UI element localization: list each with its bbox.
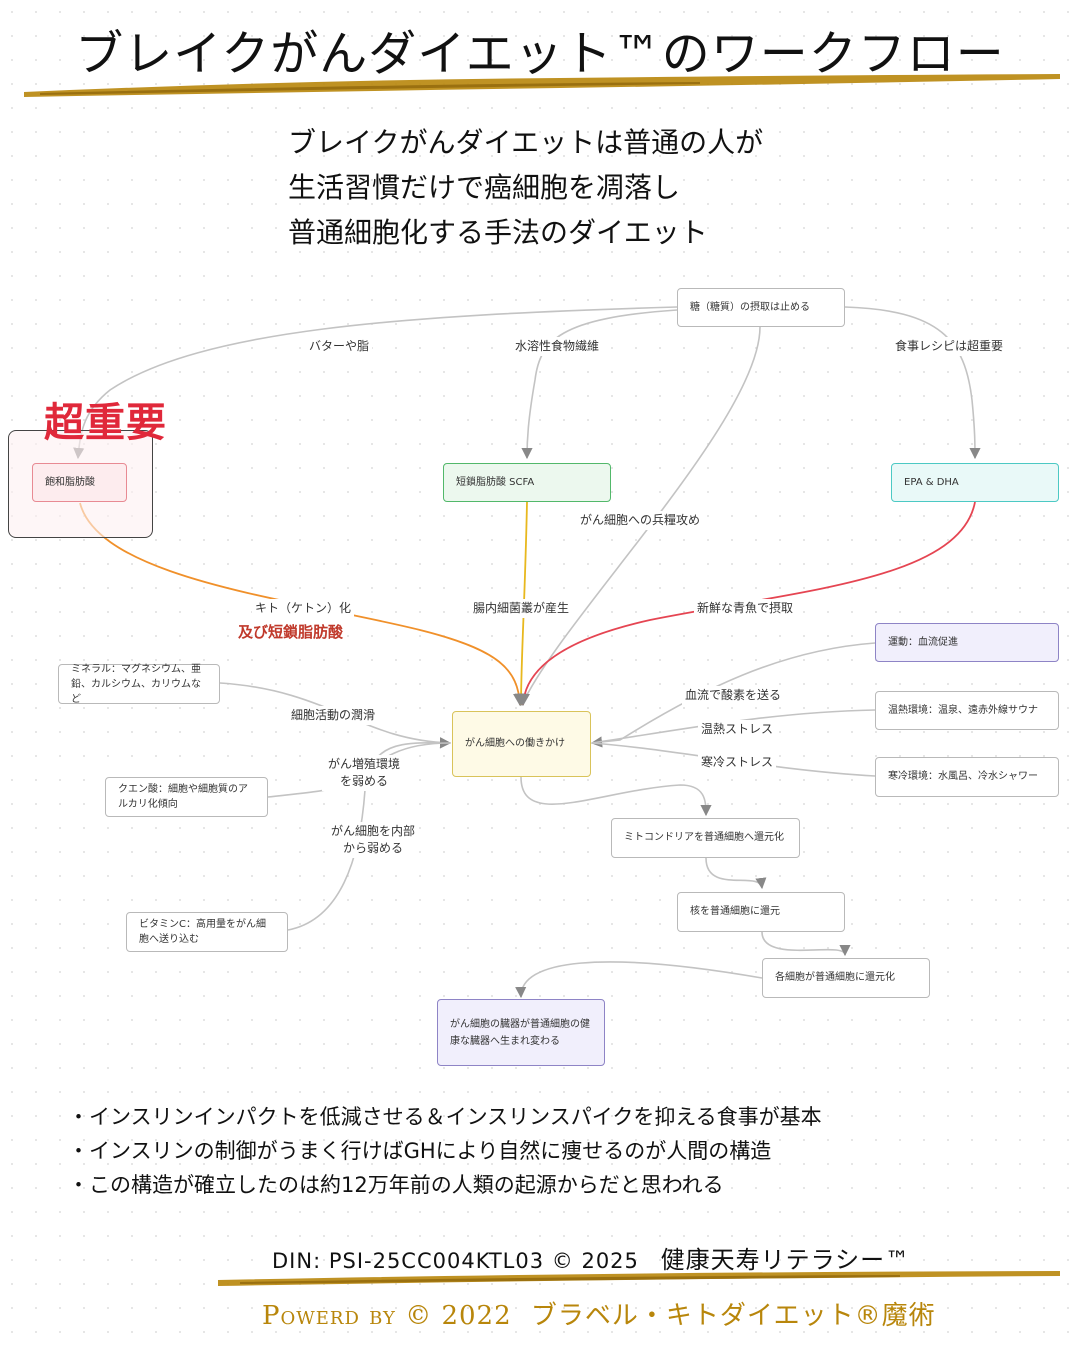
node-epa-dha: EPA & DHA: [891, 463, 1059, 502]
node-citric: クエン酸：細胞や細胞質のアルカリ化傾向: [105, 777, 268, 817]
label-gut: 腸内細菌叢が産生: [470, 599, 573, 618]
intro-line-3: 普通細胞化する手法のダイエット: [288, 216, 708, 249]
intro-line-2: 生活習慣だけで癌細胞を凋落し: [288, 171, 681, 204]
page-title: ブレイクがんダイエット™のワークフロー: [75, 26, 1005, 82]
label-coldstress: 寒冷ストレス: [698, 753, 777, 772]
powered-brand: ブラベル・キトダイエット®魔術: [530, 1301, 936, 1331]
edge-each: [761, 931, 851, 957]
label-fish: 新鮮な青魚で摂取: [694, 599, 797, 618]
label-butter: バターや脂: [306, 337, 373, 356]
node-cancer-work: がん細胞への働きかけ: [452, 711, 591, 777]
node-scfa: 短鎖脂肪酸 SCFA: [443, 463, 611, 502]
edge-fiber: [521, 309, 678, 460]
label-lubricate: 細胞活動の潤滑: [288, 706, 379, 725]
bullet-item: ・この構造が確立したのは約12万年前の人類の起源からだと思われる: [68, 1173, 724, 1197]
bullet-list: ・インスリンインパクトを低減させる＆インスリンスパイクを抑える食事が基本 ・イン…: [68, 1100, 822, 1202]
edge-weaken-inside: [287, 742, 451, 931]
node-mitochondria: ミトコンドリアを普通細胞へ還元化: [611, 818, 800, 858]
footer-underline: [218, 1271, 1060, 1286]
node-vitamin-c: ビタミンC：高用量をがん細胞へ送り込む: [126, 912, 288, 952]
edge-organ: [515, 961, 763, 999]
intro-text: ブレイクがんダイエットは普通の人が 生活習慣だけで癌細胞を凋落し 普通細胞化する…: [288, 120, 763, 255]
bullet-item: ・インスリンの制御がうまく行けばGHにより自然に痩せるのが人間の構造: [68, 1139, 772, 1163]
label-oxygen: 血流で酸素を送る: [682, 686, 785, 705]
edge-keto: [79, 502, 526, 707]
important-label: 超重要: [44, 400, 167, 446]
edge-mito: [520, 776, 712, 817]
title-underline: [24, 74, 1060, 97]
bullet-item: ・インスリンインパクトを低減させる＆インスリンスパイクを抑える食事が基本: [68, 1105, 822, 1129]
powered-by: Powerd by © 2022 ブラベル・キトダイエット®魔術: [262, 1295, 936, 1332]
label-starve: がん細胞への兵糧攻め: [577, 511, 704, 530]
label-fiber: 水溶性食物繊維: [512, 337, 603, 356]
edge-recipe: [844, 306, 981, 460]
node-each-cell: 各細胞が普通細胞に還元化: [762, 958, 930, 998]
node-organ: がん細胞の臓器が普通細胞の健康な臓器へ生まれ変わる: [437, 999, 605, 1066]
label-keto: キト（ケトン）化: [252, 599, 355, 618]
node-cold-env: 寒冷環境：水風呂、冷水シャワー: [875, 757, 1059, 797]
edge-gut: [514, 501, 528, 707]
node-exercise: 運動：血流促進: [875, 623, 1059, 662]
node-nucleus: 核を普通細胞に還元: [677, 892, 845, 932]
din-code: DIN: PSI-25CC004KTL03 © 2025: [272, 1249, 639, 1273]
node-sugar: 糖（糖質）の摂取は止める: [677, 288, 845, 327]
label-weaken-env: がん増殖環境を弱める: [322, 755, 406, 791]
edge-nucleus: [705, 857, 767, 890]
edge-butter: [73, 306, 678, 460]
edge-oxygen: [590, 642, 876, 748]
label-heatstress: 温熱ストレス: [698, 720, 777, 739]
node-heat-env: 温熱環境：温泉、遠赤外線サウナ: [875, 691, 1059, 730]
label-recipe: 食事レシピは超重要: [892, 337, 1007, 356]
powered-prefix: Powerd by © 2022: [262, 1301, 512, 1331]
din-line: DIN: PSI-25CC004KTL03 © 2025 健康天寿リテラシー™: [272, 1240, 910, 1275]
label-also-scfa: 及び短鎖脂肪酸: [238, 623, 344, 641]
node-saturated-fat: 飽和脂肪酸: [32, 463, 127, 502]
label-weaken-inside: がん細胞を内部から弱める: [328, 822, 418, 858]
intro-line-1: ブレイクがんダイエットは普通の人が: [288, 126, 764, 159]
brand-name: 健康天寿リテラシー™: [660, 1246, 911, 1274]
node-mineral: ミネラル：マグネシウム、亜鉛、カルシウム、カリウムなど: [58, 664, 220, 705]
